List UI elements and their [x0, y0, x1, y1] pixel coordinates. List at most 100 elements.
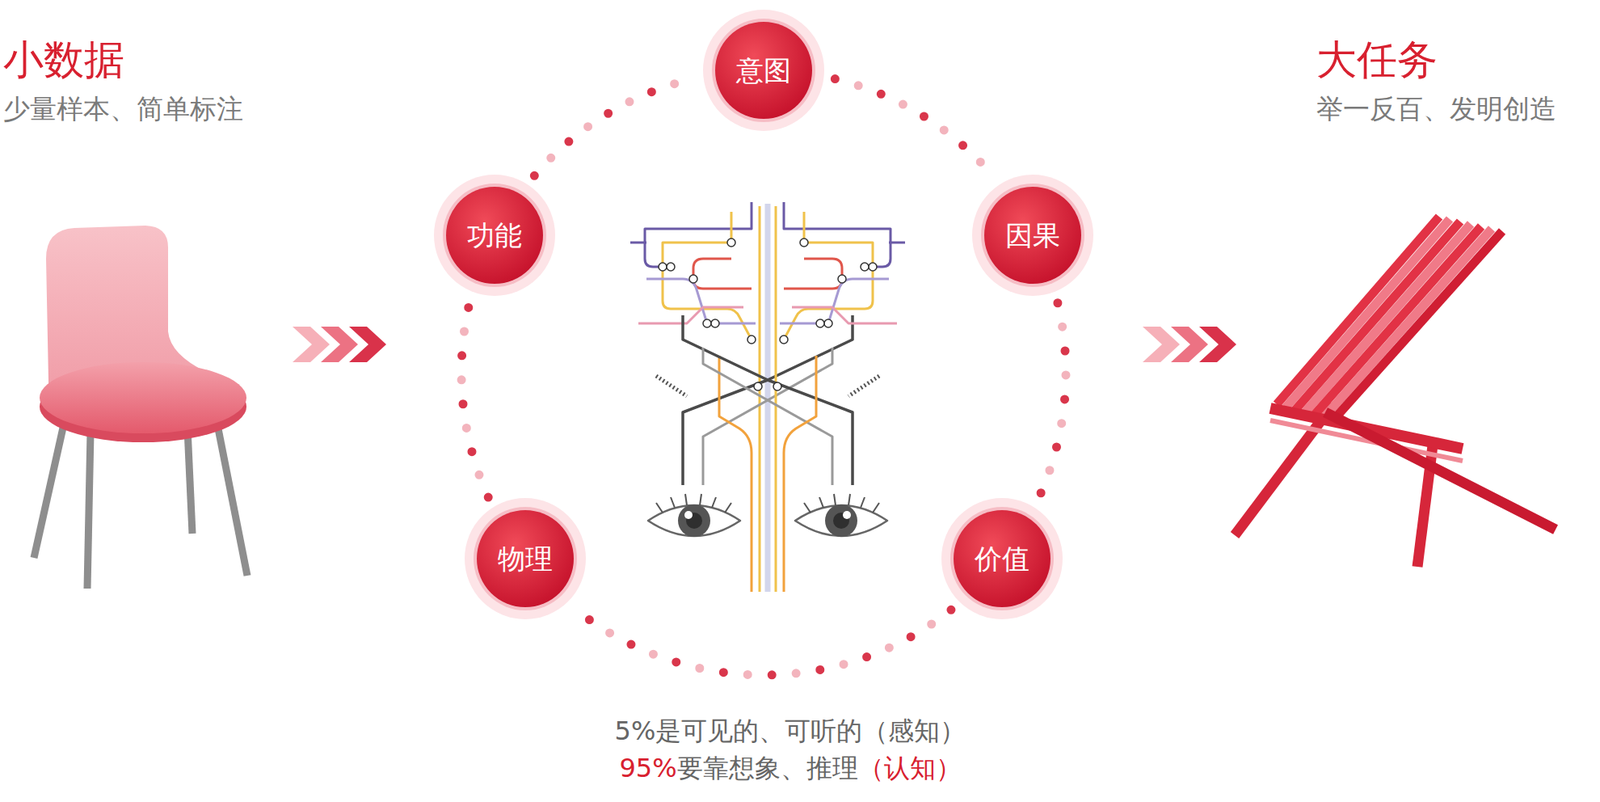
concept-label: 因果 — [1005, 218, 1061, 253]
map-station — [747, 335, 756, 344]
map-half-mirror — [682, 202, 906, 592]
map-line — [646, 278, 756, 324]
map-station — [753, 382, 763, 391]
circle-rim — [981, 183, 1085, 287]
map-station — [703, 319, 712, 328]
circle-halo — [433, 174, 556, 296]
chair-slat — [1321, 228, 1492, 421]
section-subtitle: 少量样本、简单标注 — [3, 92, 244, 125]
chair-leg — [33, 420, 65, 558]
chair-slat — [1312, 226, 1482, 417]
concept-circle: 功能 — [433, 174, 556, 296]
caption-line: 95%要靠想象、推理（认知） — [618, 751, 961, 786]
brain-map — [630, 202, 906, 592]
chair-slat — [1294, 221, 1461, 411]
concept-label: 意图 — [736, 54, 792, 88]
concept-circle: 价值 — [941, 497, 1063, 619]
chevron — [349, 326, 387, 363]
concept-circle: 物理 — [464, 497, 586, 619]
map-station — [711, 319, 720, 328]
map-line — [758, 206, 762, 592]
chair-leg — [87, 432, 91, 589]
chair-leg — [216, 420, 248, 576]
section-subtitle-holder: 举一反百、发明创造 — [1316, 92, 1557, 127]
chair-slat — [1303, 223, 1471, 414]
map-line — [656, 375, 687, 396]
circle-halo — [464, 497, 586, 619]
eye-iris — [677, 504, 711, 537]
concept-circle: 因果 — [972, 174, 1094, 296]
eyelashes — [656, 493, 732, 513]
circle-halo — [703, 9, 825, 131]
dotted-ring-arc — [461, 303, 489, 497]
circle-fill — [476, 509, 574, 607]
ring-dots — [1039, 303, 1066, 497]
map-station — [658, 262, 667, 271]
map-line — [719, 355, 752, 592]
eyelash — [699, 493, 702, 506]
eye-highlight — [684, 510, 693, 519]
ring-dots — [1039, 303, 1066, 497]
chevron — [1199, 326, 1237, 363]
ring-dots — [534, 79, 692, 177]
dotted-ring-arc — [834, 79, 993, 177]
section-title-holder: 大任务 — [1316, 33, 1438, 87]
chair-slat — [1330, 231, 1503, 424]
ring-dots — [534, 79, 692, 177]
circle-fill — [984, 186, 1082, 284]
circle-rim — [442, 183, 547, 287]
concept-label: 价值 — [974, 542, 1030, 576]
ring-dots — [576, 609, 952, 675]
ring-dots — [834, 79, 993, 177]
red-slat-chair — [1234, 216, 1556, 567]
map-line — [662, 211, 752, 340]
chair-seat-bar — [1270, 420, 1463, 461]
dotted-ring-arc — [576, 609, 952, 675]
dotted-ring-arc — [1039, 303, 1066, 497]
chevron — [320, 326, 358, 363]
concept-label: 物理 — [497, 542, 553, 576]
chevron-arrow — [1142, 326, 1237, 363]
chair-seat — [39, 362, 247, 434]
circle-halo — [972, 174, 1094, 296]
section-title: 小数据 — [3, 36, 125, 84]
eyelash — [724, 502, 732, 513]
ring-dots — [576, 609, 952, 675]
ring-dots — [834, 79, 993, 177]
ring-dots — [461, 303, 489, 497]
caption-line: 5%是可见的、可听的（感知） — [614, 715, 967, 746]
dotted-ring-arc — [534, 79, 692, 177]
circle-halo — [941, 497, 1063, 619]
eyelash — [711, 496, 716, 508]
circle-rim — [473, 506, 577, 611]
circle-rim — [711, 18, 816, 123]
eyelash — [670, 496, 675, 508]
chevron — [1142, 326, 1180, 363]
chevron — [292, 326, 330, 363]
pink-chair — [33, 225, 248, 589]
circle-rim — [950, 506, 1054, 611]
section-subtitle: 举一反百、发明创造 — [1316, 92, 1557, 125]
circle-fill — [953, 509, 1051, 607]
eyelash — [656, 502, 663, 513]
chair-leg — [1325, 412, 1556, 530]
section-subtitle-holder: 少量样本、简单标注 — [3, 92, 244, 127]
circle-fill — [715, 21, 813, 119]
caption-text: 要靠想象、推理 — [677, 752, 859, 784]
map-line — [693, 258, 752, 289]
eyelash — [685, 493, 687, 506]
caption-highlight: （认知） — [858, 752, 962, 784]
map-station — [689, 274, 698, 283]
concept-label: 功能 — [467, 218, 523, 253]
chair-leg — [187, 428, 193, 534]
section-title: 大任务 — [1316, 36, 1438, 84]
caption-line-holder: 5%是可见的、可听的（感知） — [614, 714, 967, 749]
map-line — [630, 241, 647, 245]
circle-fill — [446, 186, 544, 284]
ring-dots — [461, 303, 489, 497]
section-title-holder: 小数据 — [3, 33, 125, 87]
chevron-arrow — [292, 326, 387, 363]
map-line — [644, 202, 752, 267]
map-line — [703, 347, 833, 485]
caption-highlight: 95% — [618, 752, 677, 784]
